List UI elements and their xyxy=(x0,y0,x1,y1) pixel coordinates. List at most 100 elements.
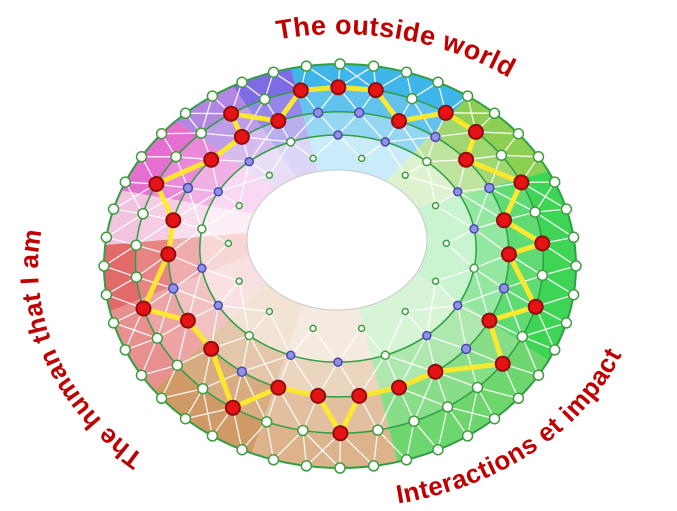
node-white[interactable] xyxy=(171,359,184,371)
node-purple[interactable] xyxy=(452,187,463,197)
node-white[interactable] xyxy=(258,93,271,106)
milestone-node-red[interactable] xyxy=(135,300,152,317)
milestone-node-red[interactable] xyxy=(223,105,240,122)
node-purple[interactable] xyxy=(285,350,296,361)
milestone-node-red[interactable] xyxy=(203,340,220,357)
milestone-node-red[interactable] xyxy=(270,113,287,129)
node-white[interactable] xyxy=(469,263,479,274)
milestone-node-red[interactable] xyxy=(467,123,484,140)
node-white[interactable] xyxy=(372,424,384,436)
node-white[interactable] xyxy=(267,66,280,78)
milestone-node-red[interactable] xyxy=(527,298,544,315)
milestone-node-red[interactable] xyxy=(391,379,407,396)
node-white[interactable] xyxy=(495,149,508,162)
node-white[interactable] xyxy=(155,392,168,405)
node-white[interactable] xyxy=(179,412,192,425)
node-white[interactable] xyxy=(548,176,561,188)
node-purple[interactable] xyxy=(333,357,343,367)
node-white[interactable] xyxy=(471,381,484,394)
node-white[interactable] xyxy=(516,330,529,343)
node-white[interactable] xyxy=(100,231,113,244)
milestone-node-red[interactable] xyxy=(496,212,512,229)
node-white[interactable] xyxy=(532,151,545,163)
node-purple[interactable] xyxy=(353,107,365,118)
milestone-node-red[interactable] xyxy=(148,176,165,192)
node-purple[interactable] xyxy=(430,131,441,143)
node-white[interactable] xyxy=(197,382,209,395)
node-white[interactable] xyxy=(100,288,113,301)
node-white[interactable] xyxy=(265,171,274,179)
milestone-node-red[interactable] xyxy=(458,151,475,168)
node-white[interactable] xyxy=(206,430,219,442)
node-white[interactable] xyxy=(130,271,143,283)
node-purple[interactable] xyxy=(197,263,207,274)
node-white[interactable] xyxy=(309,324,317,333)
node-white[interactable] xyxy=(431,277,440,285)
node-white[interactable] xyxy=(367,60,380,72)
node-purple[interactable] xyxy=(452,300,463,311)
milestone-node-red[interactable] xyxy=(391,113,407,129)
node-purple[interactable] xyxy=(213,300,224,311)
node-white[interactable] xyxy=(488,412,501,425)
node-white[interactable] xyxy=(155,127,168,140)
milestone-node-red[interactable] xyxy=(224,399,241,416)
node-white[interactable] xyxy=(567,288,580,301)
node-white[interactable] xyxy=(461,90,474,102)
node-white[interactable] xyxy=(235,201,243,210)
milestone-node-red[interactable] xyxy=(310,387,327,404)
node-white[interactable] xyxy=(265,307,274,316)
milestone-node-red[interactable] xyxy=(203,151,220,168)
milestone-node-red[interactable] xyxy=(330,79,347,96)
node-white[interactable] xyxy=(441,401,454,413)
node-white[interactable] xyxy=(267,454,280,466)
node-white[interactable] xyxy=(224,239,233,248)
node-white[interactable] xyxy=(170,151,182,163)
milestone-node-red[interactable] xyxy=(481,312,498,329)
node-white[interactable] xyxy=(408,415,420,427)
node-purple[interactable] xyxy=(484,182,495,194)
node-white[interactable] xyxy=(488,107,501,120)
node-purple[interactable] xyxy=(498,283,510,294)
node-white[interactable] xyxy=(548,344,561,356)
node-purple[interactable] xyxy=(236,366,248,377)
milestone-node-red[interactable] xyxy=(160,246,177,263)
node-white[interactable] xyxy=(400,454,413,466)
node-purple[interactable] xyxy=(168,283,179,294)
milestone-node-red[interactable] xyxy=(351,387,368,404)
node-white[interactable] xyxy=(119,176,132,188)
milestone-node-red[interactable] xyxy=(270,379,287,396)
node-white[interactable] xyxy=(512,127,525,140)
node-white[interactable] xyxy=(236,76,248,89)
node-white[interactable] xyxy=(570,260,582,272)
node-white[interactable] xyxy=(107,317,120,329)
node-white[interactable] xyxy=(260,416,273,428)
milestone-node-red[interactable] xyxy=(332,425,349,442)
node-white[interactable] xyxy=(236,443,248,456)
node-white[interactable] xyxy=(285,137,296,147)
node-white[interactable] xyxy=(406,92,418,105)
node-purple[interactable] xyxy=(380,137,391,147)
node-white[interactable] xyxy=(357,154,366,163)
milestone-node-red[interactable] xyxy=(367,82,384,99)
node-white[interactable] xyxy=(137,208,149,220)
node-white[interactable] xyxy=(401,307,410,316)
node-purple[interactable] xyxy=(213,187,224,197)
milestone-node-red[interactable] xyxy=(534,235,551,252)
node-white[interactable] xyxy=(300,460,313,472)
node-purple[interactable] xyxy=(312,107,324,118)
node-purple[interactable] xyxy=(422,330,432,341)
node-white[interactable] xyxy=(380,350,391,361)
node-white[interactable] xyxy=(532,369,545,381)
node-white[interactable] xyxy=(432,443,444,456)
node-white[interactable] xyxy=(567,231,580,244)
node-white[interactable] xyxy=(235,277,243,285)
node-white[interactable] xyxy=(461,430,474,442)
node-purple[interactable] xyxy=(182,182,194,194)
node-white[interactable] xyxy=(442,239,451,248)
milestone-node-red[interactable] xyxy=(437,104,454,121)
node-white[interactable] xyxy=(529,206,541,218)
node-white[interactable] xyxy=(135,369,148,381)
node-white[interactable] xyxy=(179,107,192,120)
node-white[interactable] xyxy=(334,462,346,474)
milestone-node-red[interactable] xyxy=(179,312,196,329)
